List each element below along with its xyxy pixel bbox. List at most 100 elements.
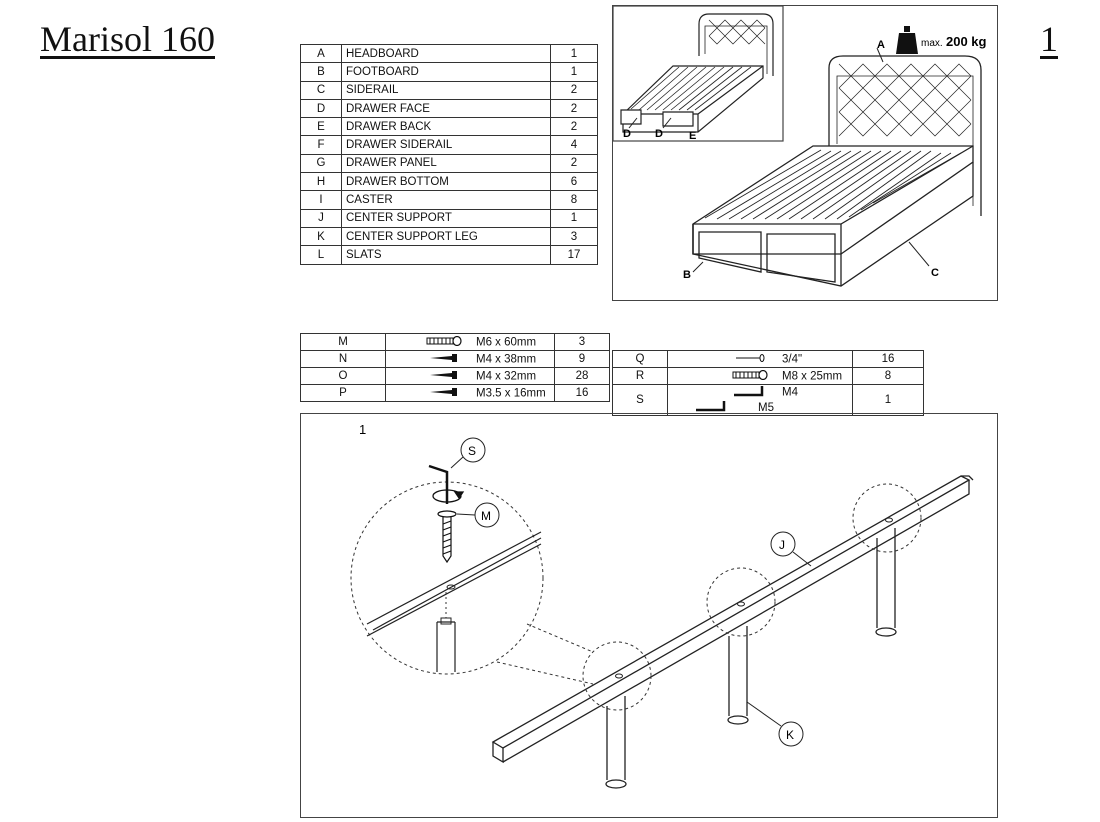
headboard-tufting — [838, 63, 972, 137]
bolt-icon — [732, 369, 768, 383]
part-id: G — [300, 153, 342, 174]
bed-overview-figure: D D E max. 200 kg — [612, 5, 998, 301]
part-name: SLATS — [341, 245, 551, 265]
hardware-size: 3/4" — [782, 353, 803, 366]
hardware-description: M6 x 60mm — [385, 333, 555, 351]
part-qty: 1 — [550, 208, 598, 228]
part-id: D — [300, 98, 342, 119]
hardware-qty: 16 — [554, 384, 610, 402]
part-name: FOOTBOARD — [341, 62, 551, 82]
part-name: CENTER SUPPORT LEG — [341, 226, 551, 247]
bolt-icon — [426, 335, 462, 349]
part-id: K — [300, 226, 342, 247]
hardware-size: M6 x 60mm — [476, 336, 537, 349]
part-id: C — [300, 80, 342, 100]
hardware-qty: 28 — [554, 367, 610, 385]
part-name: CASTER — [341, 190, 551, 210]
hardware-description: M3.5 x 16mm — [385, 384, 555, 402]
part-qty: 2 — [550, 117, 598, 137]
part-qty: 6 — [550, 172, 598, 192]
hardware-row: O M4 x 32mm 28 — [300, 367, 610, 385]
svg-text:M: M — [481, 509, 491, 523]
screw-icon — [426, 353, 462, 366]
hardware-size: M4 x 38mm — [476, 353, 537, 366]
bolt-icon — [437, 510, 457, 564]
allen-key-icon — [428, 464, 449, 504]
page-number: 1 — [1040, 19, 1058, 59]
part-id: H — [300, 172, 342, 192]
hardware-id: R — [612, 367, 668, 385]
bed-overview-drawing: D D E max. 200 kg — [612, 5, 987, 287]
page-title: Marisol 160 — [40, 19, 215, 59]
step-number: 1 — [359, 422, 366, 437]
part-qty: 2 — [550, 98, 598, 119]
hardware-description: M8 x 25mm — [667, 367, 853, 385]
allen-key-icon — [694, 400, 730, 415]
part-qty: 1 — [550, 62, 598, 82]
part-id: J — [300, 208, 342, 228]
callout-m: M — [456, 502, 500, 528]
hardware-size: M3.5 x 16mm — [476, 387, 546, 400]
part-name: HEADBOARD — [341, 43, 551, 64]
label-d1: D — [623, 128, 631, 140]
callout-j: J — [770, 531, 812, 567]
part-name: DRAWER BOTTOM — [341, 172, 551, 192]
hardware-id: O — [300, 367, 386, 385]
part-qty: 1 — [550, 43, 598, 64]
step-1-figure: 1 — [300, 413, 998, 818]
callout-k: K — [746, 701, 804, 747]
screw-icon — [426, 370, 462, 383]
part-qty: 2 — [550, 153, 598, 174]
center-support-beam — [491, 475, 974, 764]
hardware-size: M8 x 25mm — [782, 370, 843, 383]
hardware-size: M4 — [782, 386, 798, 399]
part-id: A — [300, 43, 342, 64]
svg-text:J: J — [779, 538, 785, 552]
part-id: I — [300, 190, 342, 210]
part-name: SIDERAIL — [341, 80, 551, 100]
hardware-id: M — [300, 333, 386, 351]
hardware-qty: 16 — [852, 350, 924, 368]
hardware-size: M4 x 32mm — [476, 370, 537, 383]
hardware-description: M4 x 32mm — [385, 367, 555, 385]
hardware-description: M4 x 38mm — [385, 350, 555, 368]
hardware-id: S — [612, 384, 668, 416]
main-bed-drawing — [692, 47, 982, 287]
nail-icon — [732, 353, 768, 366]
label-b: B — [683, 269, 691, 281]
part-qty: 8 — [550, 190, 598, 210]
part-id: L — [300, 245, 342, 265]
max-load-value: 200 kg — [946, 34, 987, 49]
inset-bed-drawing — [620, 13, 774, 133]
allen-key-icon — [732, 385, 768, 400]
detail-magnifier — [350, 481, 594, 685]
rotate-arrow-icon — [432, 489, 465, 503]
part-qty: 3 — [550, 226, 598, 247]
hardware-description: M4M5 — [667, 384, 853, 416]
hardware-size-2: M5 — [758, 401, 774, 414]
svg-text:S: S — [468, 444, 476, 458]
step-1-drawing: 1 — [350, 422, 974, 789]
label-e: E — [689, 130, 696, 142]
part-id: F — [300, 135, 342, 155]
part-id: B — [300, 62, 342, 82]
weight-icon — [896, 26, 918, 54]
hardware-qty: 9 — [554, 350, 610, 368]
